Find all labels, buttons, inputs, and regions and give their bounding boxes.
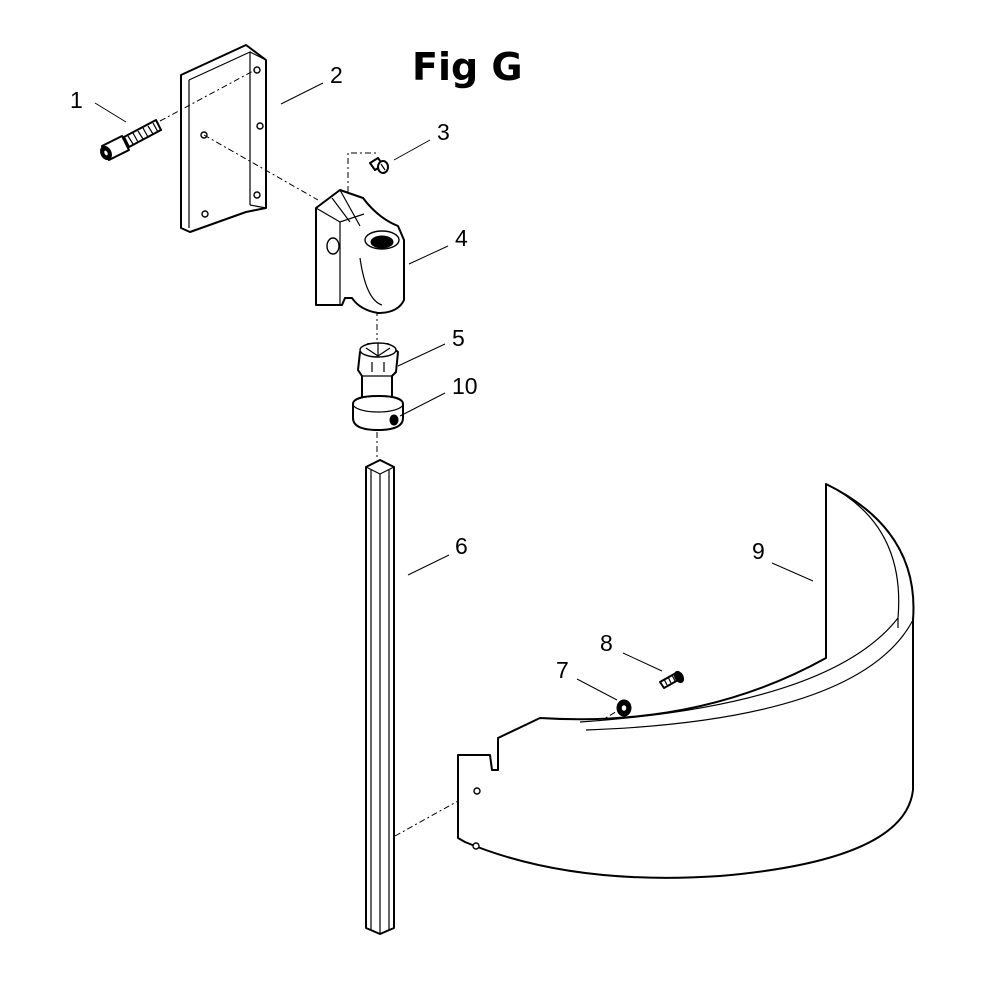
callout-1: 1: [70, 87, 83, 113]
callout-4: 4: [455, 225, 468, 251]
part-9-curved-guard: [457, 483, 915, 879]
leader-lines: [94, 82, 814, 701]
callout-7: 7: [556, 657, 569, 683]
part-3-small-screw: [369, 157, 389, 174]
callout-9: 9: [752, 538, 765, 564]
part-8-screw: [659, 670, 685, 689]
callout-6: 6: [455, 533, 468, 559]
part-4-block-holder: [315, 189, 405, 314]
callout-5: 5: [452, 325, 465, 351]
callout-3: 3: [437, 119, 450, 145]
callout-2: 2: [330, 62, 343, 88]
callout-8: 8: [600, 630, 613, 656]
part-1-cap-screw: [99, 119, 162, 161]
part-7-washer: [616, 699, 632, 717]
assembly-center-lines: [159, 69, 623, 837]
part-2-bracket: [180, 44, 267, 233]
part-10-collar: [352, 395, 404, 431]
part-6-square-rod: [365, 459, 395, 935]
figure-title: Fig G: [412, 45, 523, 89]
callout-numbers: 1 2 3 4 5 10 6 9 8 7: [70, 62, 765, 683]
callout-10: 10: [452, 373, 478, 399]
part-5-shaft-adapter: [357, 342, 399, 413]
